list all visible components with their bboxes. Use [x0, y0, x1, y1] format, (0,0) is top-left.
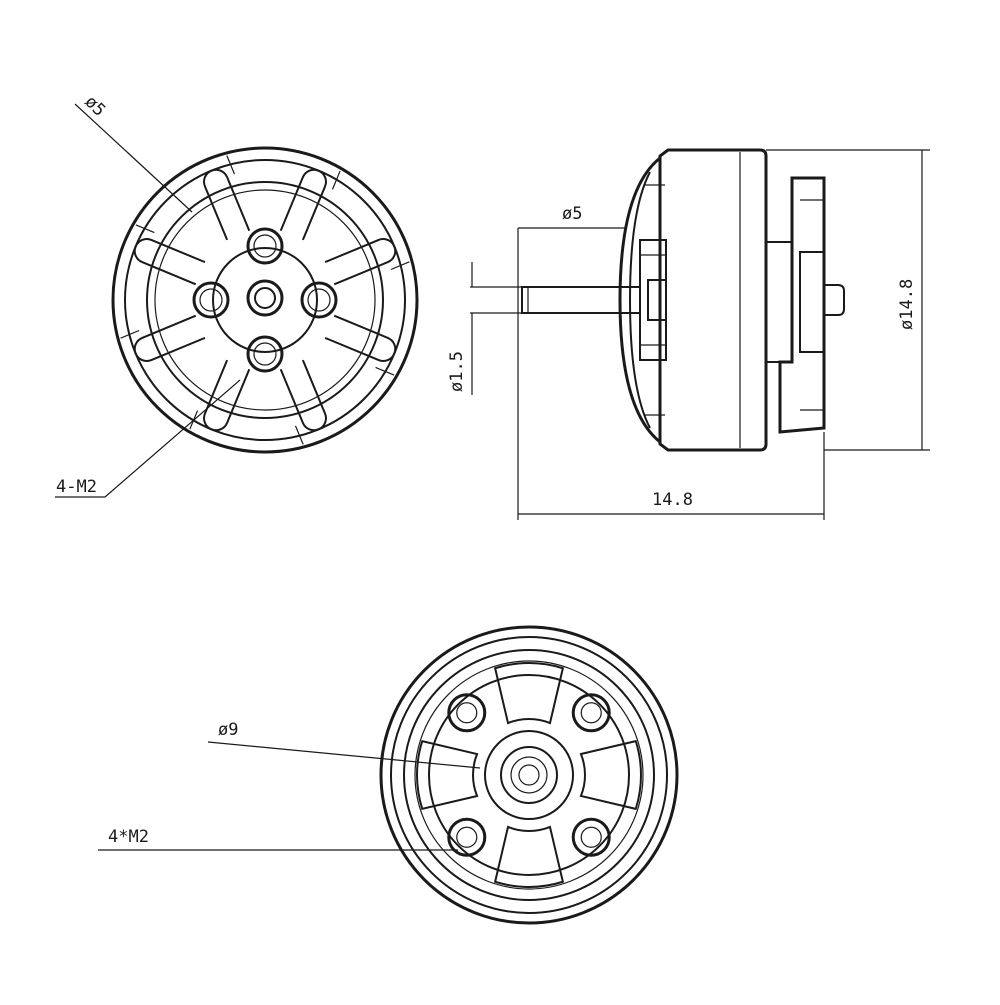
front-mount-leader [55, 379, 241, 498]
side-front-cap-inner [628, 171, 651, 429]
base-mount-holes [447, 693, 611, 857]
side-shaft-tail [824, 284, 845, 316]
front-mount-hole-inner [253, 234, 277, 258]
front-outer-rim [111, 146, 419, 454]
side-hub [639, 239, 667, 361]
front-spoke-rib [294, 425, 304, 445]
front-mount-holes-label: 4-M2 [56, 477, 97, 497]
front-mount-hole-inner [307, 288, 331, 312]
base-stator-window [493, 662, 565, 725]
front-hub [212, 247, 318, 353]
front-spoke-rib [331, 170, 341, 190]
base-mount-hole-inner [580, 702, 602, 724]
base-mount-holes-label: 4*M2 [108, 827, 149, 847]
base-stator-window [493, 825, 565, 888]
base-center-dia-label: ø9 [218, 720, 238, 740]
base-mount-hole [571, 693, 611, 733]
front-mount-hole-inner [253, 342, 277, 366]
front-mount-hole [300, 281, 338, 319]
front-mount-holes [192, 227, 338, 373]
base-bearing-mid [510, 756, 548, 794]
front-spoke-rib [390, 261, 410, 271]
base-mount-hole-inner [456, 826, 478, 848]
side-hub-core [647, 279, 667, 321]
base-ring [403, 649, 655, 901]
front-spoke-slot [133, 238, 206, 286]
front-mount-hole-inner [199, 288, 223, 312]
base-rim-inner [390, 636, 668, 914]
front-shaft-outer [246, 279, 284, 317]
front-bell-ring-inner [154, 189, 376, 411]
front-mount-hole [246, 335, 284, 373]
base-ring-inner [414, 660, 644, 890]
side-view: ø5 ø1.5 ø14.8 14.8 [447, 148, 930, 520]
base-outer-rim [379, 625, 679, 925]
side-front-cap [618, 156, 661, 444]
side-shaft-small-dia-label: ø1.5 [447, 351, 467, 392]
front-shaft-dia-label: ø5 [81, 92, 110, 121]
base-mount-hole [571, 817, 611, 857]
front-spoke-rib [226, 155, 236, 175]
base-cross-ring [428, 674, 630, 876]
side-base-plate [778, 176, 826, 434]
side-bell-body [658, 148, 768, 452]
side-shaft [521, 286, 641, 314]
front-bell-ring [146, 181, 384, 419]
front-spoke-slot [324, 238, 397, 286]
front-mount-hole [246, 227, 284, 265]
front-shaft-leader [74, 103, 193, 213]
base-bearing-outer [500, 746, 558, 804]
front-spoke-rib [375, 366, 395, 376]
front-spoke-slot [279, 168, 327, 241]
base-stator-window [579, 739, 642, 811]
side-shaft-dia-label: ø5 [562, 204, 582, 224]
front-view: ø5 4-M2 [55, 92, 419, 498]
side-base-step [765, 241, 793, 363]
base-mount-hole [447, 693, 487, 733]
front-shaft-inner [254, 287, 276, 309]
base-mount-hole [447, 817, 487, 857]
front-spoke-rib [135, 224, 155, 234]
base-center-boss [484, 730, 574, 820]
side-cap-ribs [645, 184, 665, 416]
base-arms [416, 662, 642, 888]
side-length-label: 14.8 [652, 490, 693, 510]
front-spoke-slot [279, 359, 327, 432]
front-rim-inner [124, 159, 406, 441]
side-overall-dia-label: ø14.8 [897, 279, 917, 330]
base-stator-window [416, 739, 479, 811]
front-spoke-slot [324, 314, 397, 362]
base-view: ø9 4*M2 [98, 625, 679, 925]
front-spoke-slot [203, 168, 251, 241]
front-mount-hole [192, 281, 230, 319]
base-mount-hole-inner [580, 826, 602, 848]
front-spokes [120, 155, 410, 445]
front-spoke-rib [120, 329, 140, 339]
base-mount-hole-inner [456, 702, 478, 724]
base-bearing-inner [518, 764, 540, 786]
front-spoke-slot [133, 314, 206, 362]
base-center-leader [207, 741, 481, 769]
side-base-boss [799, 251, 825, 353]
front-spoke-slot [203, 359, 251, 432]
